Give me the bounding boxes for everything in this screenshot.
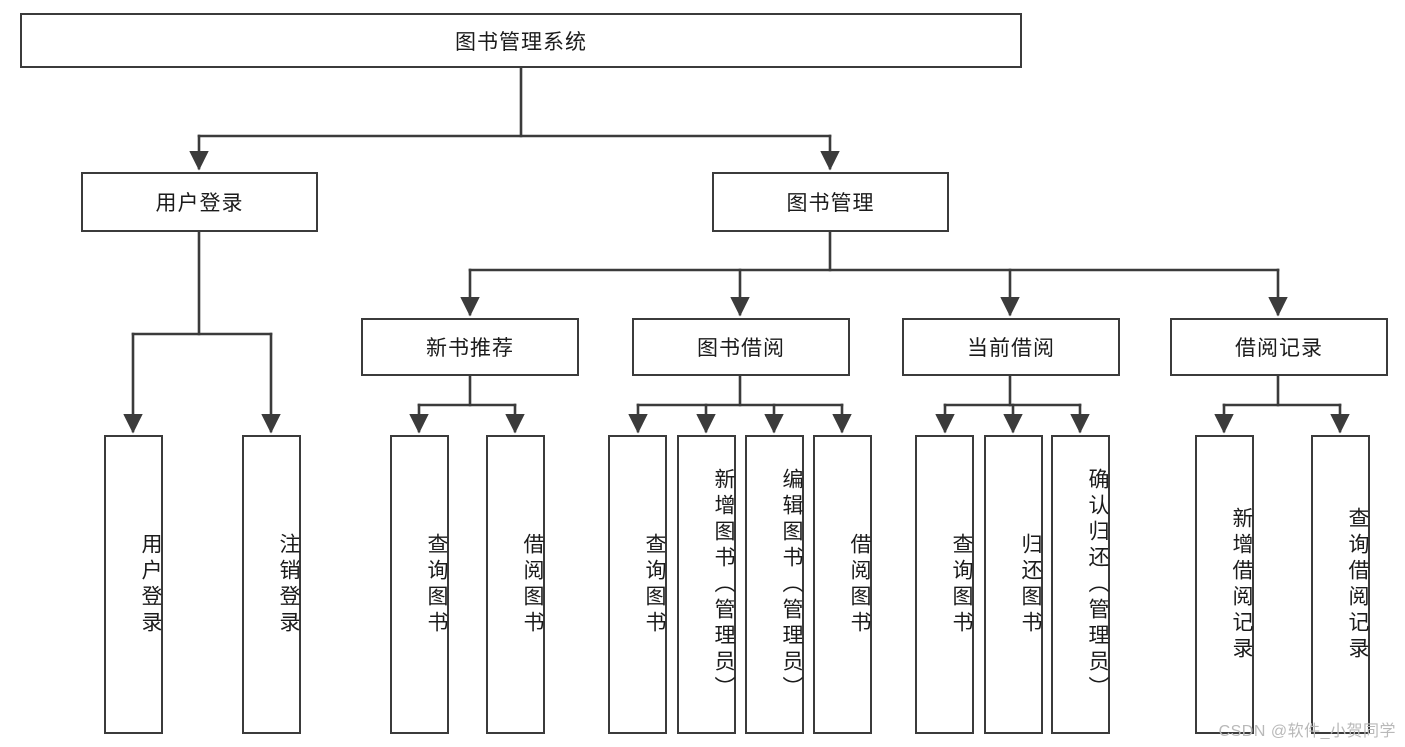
node-leaf-logout[interactable]: 注销登录 (242, 435, 301, 734)
node-leaf-query-book-1[interactable]: 查询图书 (390, 435, 449, 734)
node-leaf-return-book[interactable]: 归还图书 (984, 435, 1043, 734)
node-root-label: 图书管理系统 (455, 30, 587, 54)
node-leaf-edit-book-label: 编辑图书（管理员） (780, 467, 803, 702)
node-leaf-user-login[interactable]: 用户登录 (104, 435, 163, 734)
node-leaf-add-book[interactable]: 新增图书（管理员） (677, 435, 736, 734)
node-leaf-edit-book[interactable]: 编辑图书（管理员） (745, 435, 804, 734)
node-leaf-add-book-label: 新增图书（管理员） (712, 467, 735, 702)
node-leaf-borrow-book-2-label: 借阅图书 (848, 532, 871, 637)
node-leaf-user-login-label: 用户登录 (139, 532, 162, 637)
node-book-borrow[interactable]: 图书借阅 (632, 318, 850, 376)
node-leaf-query-book-2[interactable]: 查询图书 (608, 435, 667, 734)
node-current-borrow[interactable]: 当前借阅 (902, 318, 1120, 376)
node-leaf-return-book-label: 归还图书 (1019, 532, 1042, 637)
node-borrow-record[interactable]: 借阅记录 (1170, 318, 1388, 376)
node-leaf-add-record[interactable]: 新增借阅记录 (1195, 435, 1254, 734)
node-leaf-query-book-2-label: 查询图书 (643, 532, 666, 637)
node-leaf-add-record-label: 新增借阅记录 (1230, 506, 1253, 663)
node-leaf-query-record-label: 查询借阅记录 (1346, 506, 1369, 663)
node-leaf-query-book-3-label: 查询图书 (950, 532, 973, 637)
node-root[interactable]: 图书管理系统 (20, 13, 1022, 68)
node-current-borrow-label: 当前借阅 (967, 337, 1055, 360)
node-user-login-label: 用户登录 (155, 192, 244, 215)
node-leaf-confirm-return[interactable]: 确认归还（管理员） (1051, 435, 1110, 734)
node-leaf-confirm-return-label: 确认归还（管理员） (1086, 467, 1109, 702)
node-leaf-borrow-book-1[interactable]: 借阅图书 (486, 435, 545, 734)
node-borrow-record-label: 借阅记录 (1235, 337, 1323, 360)
node-leaf-borrow-book-1-label: 借阅图书 (521, 532, 544, 637)
node-leaf-logout-label: 注销登录 (277, 532, 300, 637)
node-leaf-query-record[interactable]: 查询借阅记录 (1311, 435, 1370, 734)
node-new-book-rec[interactable]: 新书推荐 (361, 318, 579, 376)
node-leaf-query-book-3[interactable]: 查询图书 (915, 435, 974, 734)
node-leaf-borrow-book-2[interactable]: 借阅图书 (813, 435, 872, 734)
node-user-login[interactable]: 用户登录 (81, 172, 318, 232)
node-book-manage-label: 图书管理 (786, 192, 875, 215)
node-book-manage[interactable]: 图书管理 (712, 172, 949, 232)
node-book-borrow-label: 图书借阅 (697, 337, 785, 360)
node-new-book-rec-label: 新书推荐 (426, 337, 514, 360)
node-leaf-query-book-1-label: 查询图书 (425, 532, 448, 637)
